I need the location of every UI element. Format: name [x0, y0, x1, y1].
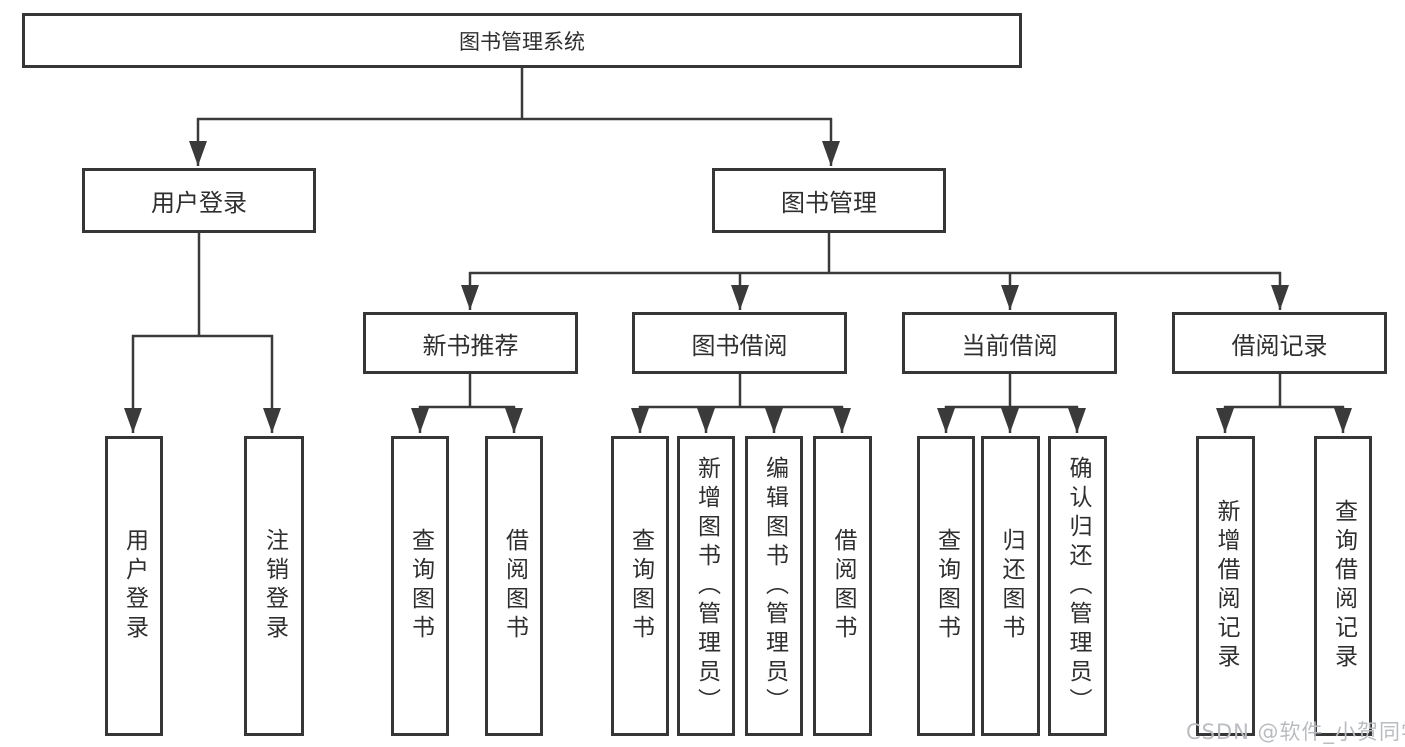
connector-book-mgmt-to-level3: [461, 233, 1289, 310]
node-label: 新增借阅记录: [1213, 499, 1239, 673]
node-label: 图书管理系统: [459, 29, 585, 54]
node-book-borrowing: 图书借阅: [632, 312, 847, 374]
leaf-cb-return-books: 归还图书: [981, 436, 1040, 736]
node-label: 查询图书: [627, 528, 654, 644]
node-label: 借阅记录: [1231, 331, 1328, 360]
connector-user-login-to-leaves: [124, 233, 281, 433]
node-book-management: 图书管理: [712, 168, 946, 233]
leaf-logout: 注销登录: [244, 436, 304, 736]
leaf-br-add-record: 新增借阅记录: [1196, 436, 1255, 736]
node-label: 用户登录: [151, 189, 247, 217]
node-user-login: 用户登录: [82, 168, 316, 233]
connector-current-borrow-to-leaves: [937, 374, 1086, 433]
connector-root-to-level2: [189, 68, 840, 166]
node-label: 新增图书（管理员）: [693, 455, 720, 717]
node-label: 当前借阅: [961, 331, 1058, 360]
leaf-br-query-record: 查询借阅记录: [1314, 436, 1372, 736]
node-library-management-system: 图书管理系统: [22, 13, 1022, 68]
leaf-cb-confirm-return-admin: 确认归还（管理员）: [1048, 436, 1107, 736]
node-label: 归还图书: [998, 528, 1024, 644]
leaf-cb-query-books: 查询图书: [917, 436, 975, 736]
leaf-nbr-query-books: 查询图书: [391, 436, 449, 736]
leaf-nbr-borrow-books: 借阅图书: [485, 436, 543, 736]
node-borrowing-records: 借阅记录: [1172, 312, 1387, 374]
node-label: 用户登录: [121, 528, 148, 644]
leaf-bb-borrow-books: 借阅图书: [813, 436, 872, 736]
node-label: 查询图书: [933, 528, 960, 644]
leaf-bb-add-books-admin: 新增图书（管理员）: [677, 436, 735, 736]
node-label: 注销登录: [261, 528, 288, 644]
node-label: 查询图书: [407, 528, 434, 644]
node-label: 新书推荐: [422, 331, 519, 360]
node-label: 编辑图书（管理员）: [761, 455, 788, 717]
leaf-bb-query-books: 查询图书: [611, 436, 669, 736]
node-new-book-recommendation: 新书推荐: [363, 312, 578, 374]
node-label: 图书借阅: [691, 331, 788, 360]
leaf-bb-edit-books-admin: 编辑图书（管理员）: [745, 436, 803, 736]
node-label: 借阅图书: [830, 528, 856, 644]
watermark: CSDN @软件_小贺同学: [1186, 720, 1405, 744]
connector-borrow-records-to-leaves: [1216, 374, 1352, 433]
connector-new-book-rec-to-leaves: [411, 374, 523, 433]
node-label: 查询借阅记录: [1330, 499, 1357, 673]
node-label: 确认归还（管理员）: [1065, 455, 1091, 717]
node-label: 图书管理: [781, 189, 877, 217]
leaf-user-login: 用户登录: [105, 436, 163, 736]
node-label: 借阅图书: [501, 528, 528, 644]
connector-book-borrow-to-leaves: [631, 374, 851, 433]
node-current-borrowing: 当前借阅: [902, 312, 1117, 374]
